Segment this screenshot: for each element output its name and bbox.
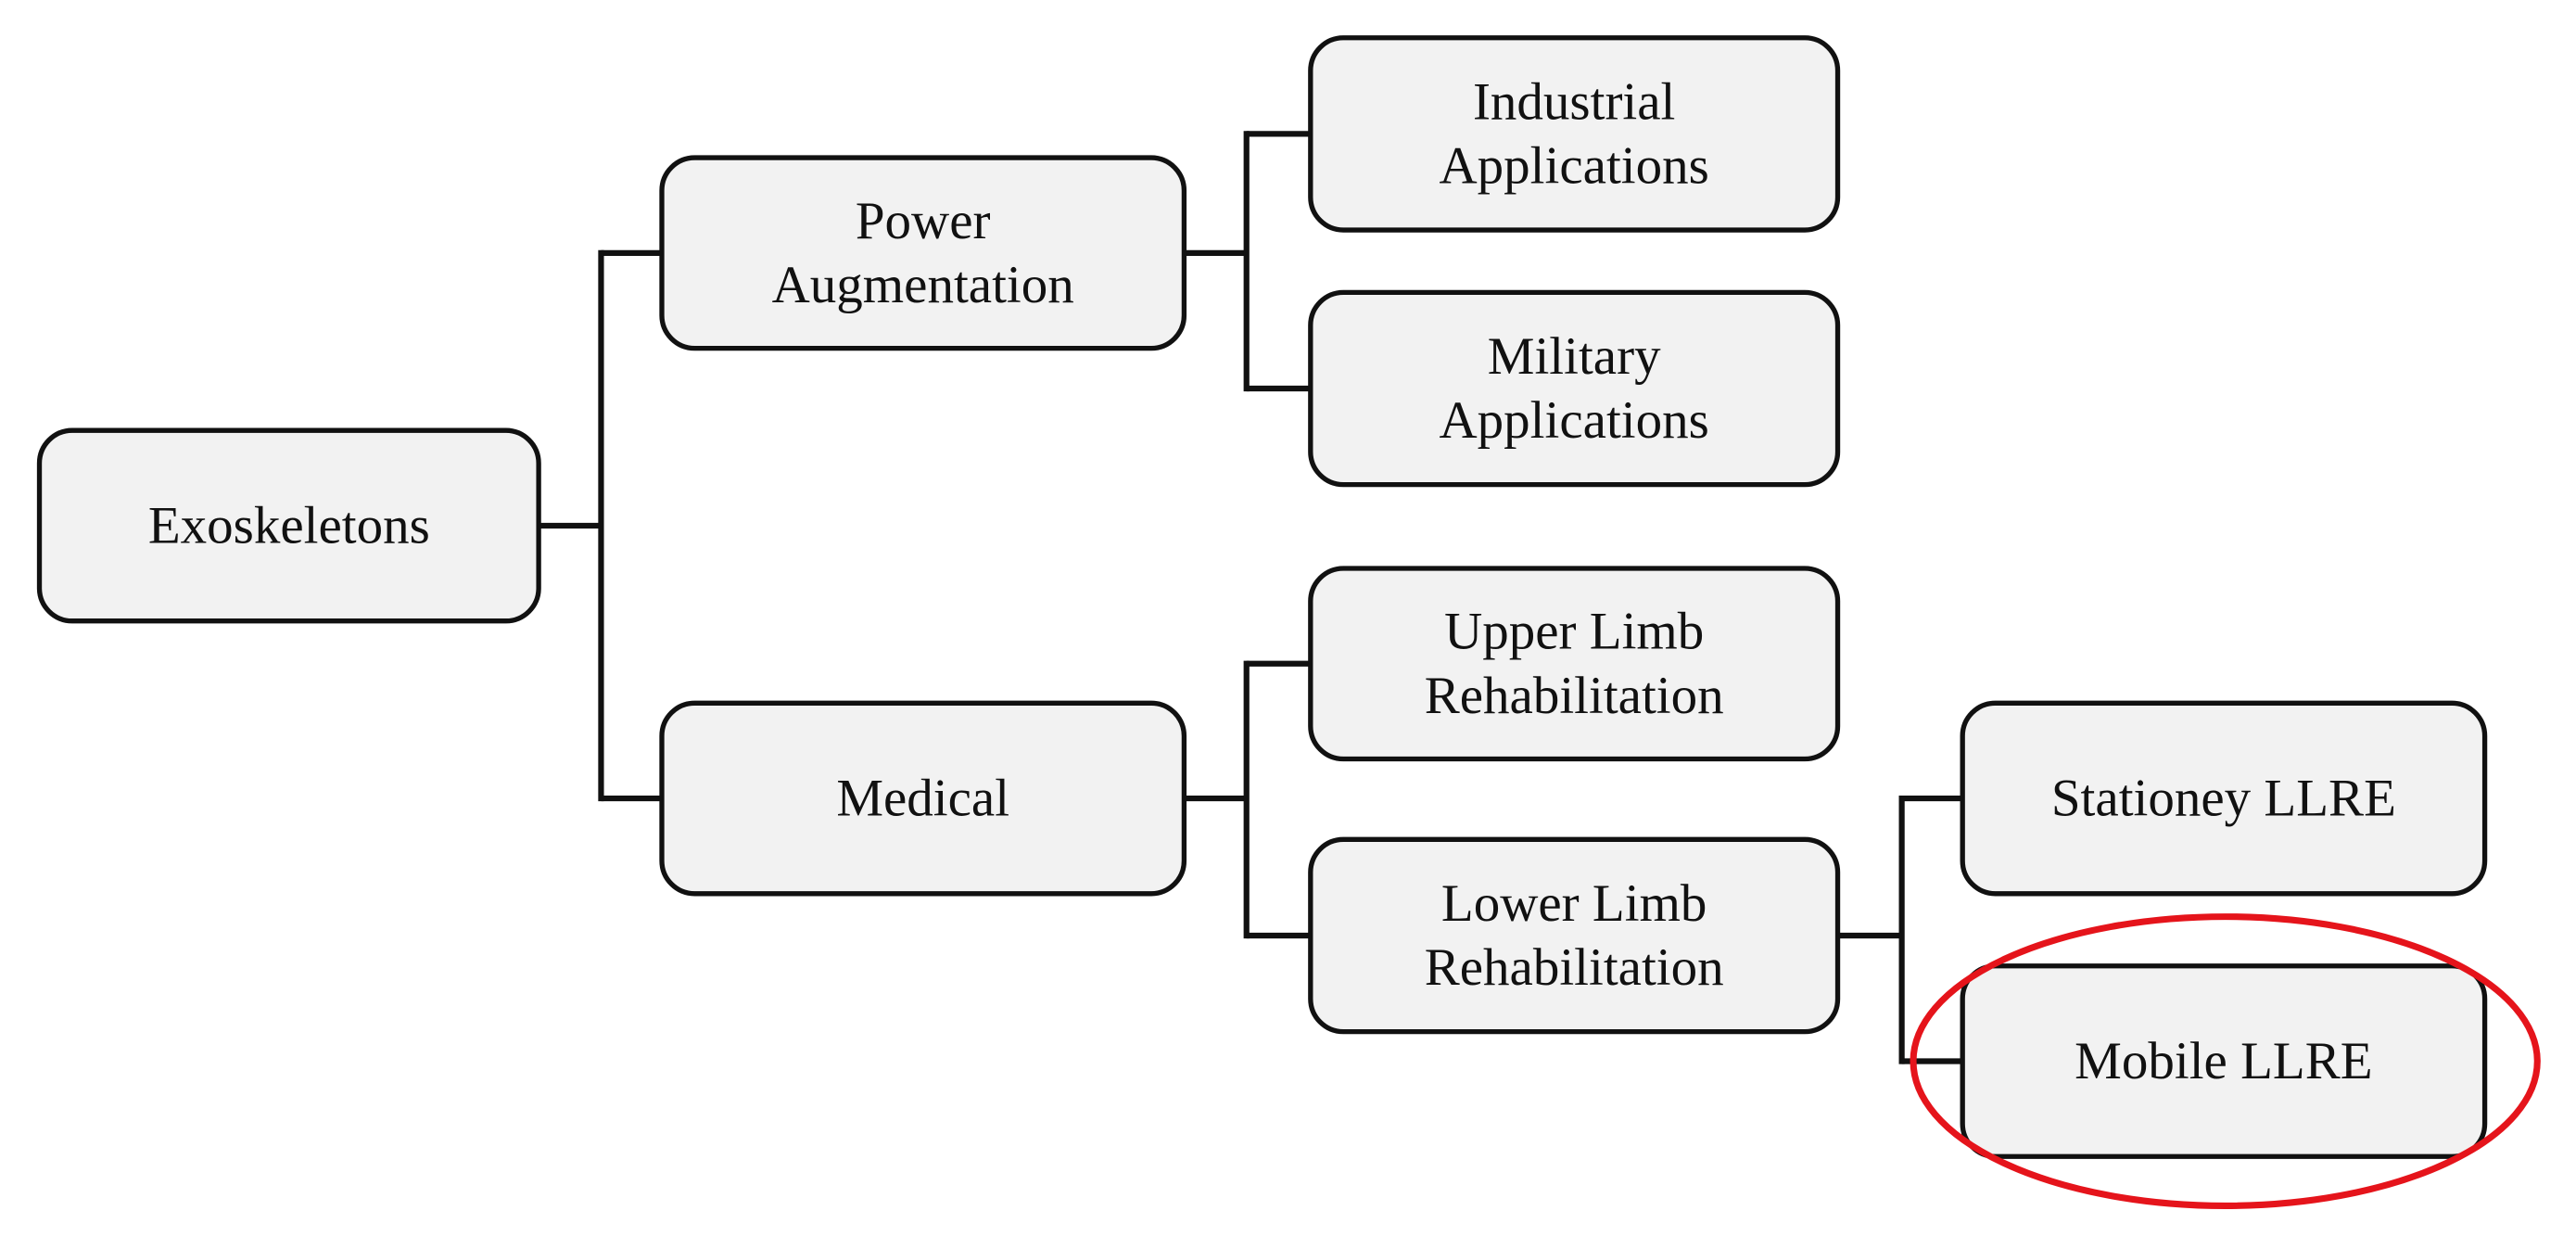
node-upper-limb-rehabilitation-box [1308, 566, 1841, 762]
node-stationey-llre-box [1960, 700, 2488, 897]
node-stationey-llre: Stationey LLRE [1960, 700, 2488, 897]
node-lower-limb-rehabilitation-label-line-2: Rehabilitation [1425, 938, 1724, 997]
node-mobile-llre: Mobile LLRE [1960, 963, 2488, 1159]
node-exoskeletons-label-line-1: Exoskeletons [148, 496, 430, 554]
node-mobile-llre-box [1960, 963, 2488, 1159]
node-upper-limb-rehabilitation-label-line-1: Upper Limb [1444, 603, 1704, 661]
highlight-ellipse [1910, 913, 2541, 1209]
node-mobile-llre-label-line-1: Mobile LLRE [2075, 1032, 2372, 1090]
node-medical: Medical [659, 700, 1187, 897]
node-military-applications-box [1308, 289, 1841, 488]
node-industrial-applications-box [1308, 35, 1841, 233]
node-military-applications-label-line-2: Applications [1440, 391, 1709, 450]
node-industrial-applications-label-line-1: Industrial [1473, 72, 1675, 131]
node-lower-limb-rehabilitation-label-line-1: Lower Limb [1441, 874, 1707, 933]
node-exoskeletons: Exoskeletons [36, 427, 541, 624]
connector-lines [539, 131, 1963, 1064]
node-military-applications-label-line-1: Military [1488, 327, 1661, 386]
node-industrial-applications-label-line-2: Applications [1440, 136, 1709, 195]
node-exoskeletons-box [36, 427, 541, 624]
node-medical-label-line-1: Medical [836, 770, 1009, 828]
highlight-layer [1910, 913, 2541, 1209]
node-stationey-llre-label-line-1: Stationey LLRE [2051, 770, 2396, 828]
node-power-augmentation-box [659, 155, 1187, 351]
node-medical-box [659, 700, 1187, 897]
node-power-augmentation-label-line-1: Power [856, 192, 991, 250]
node-power-augmentation-label-line-2: Augmentation [772, 256, 1074, 314]
node-upper-limb-rehabilitation-label-line-2: Rehabilitation [1425, 667, 1724, 725]
node-lower-limb-rehabilitation-box [1308, 836, 1841, 1035]
